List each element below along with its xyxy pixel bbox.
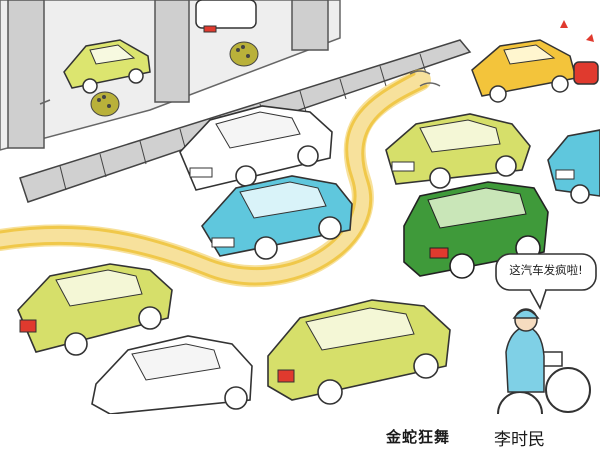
cartoon-author: 李时民 xyxy=(494,430,545,450)
cyan-car-partial xyxy=(547,129,600,204)
speed-lines xyxy=(39,70,441,105)
pillar xyxy=(291,0,329,51)
cyclist xyxy=(497,308,591,414)
pillar xyxy=(7,0,45,149)
speech-bubble xyxy=(495,253,597,310)
skid-trail xyxy=(0,69,431,288)
cartoon-title: 金蛇狂舞 xyxy=(386,428,451,446)
white-car xyxy=(91,335,253,414)
speech-bubble-text: 这汽车发疯啦! xyxy=(509,263,583,277)
background-car xyxy=(195,0,257,33)
pillar xyxy=(154,0,190,103)
cartoon-scene xyxy=(0,0,600,414)
crazy-car xyxy=(471,20,599,103)
yellow-green-car xyxy=(17,263,173,356)
shrub xyxy=(90,91,120,117)
background-car xyxy=(63,39,151,94)
yellow-green-car xyxy=(385,113,531,189)
caption: 金蛇狂舞 李时民 xyxy=(0,414,600,460)
cyan-car xyxy=(201,175,353,260)
white-car xyxy=(179,105,333,191)
green-suv xyxy=(403,181,549,279)
shrub xyxy=(229,41,259,67)
yellow-green-car xyxy=(267,299,451,405)
